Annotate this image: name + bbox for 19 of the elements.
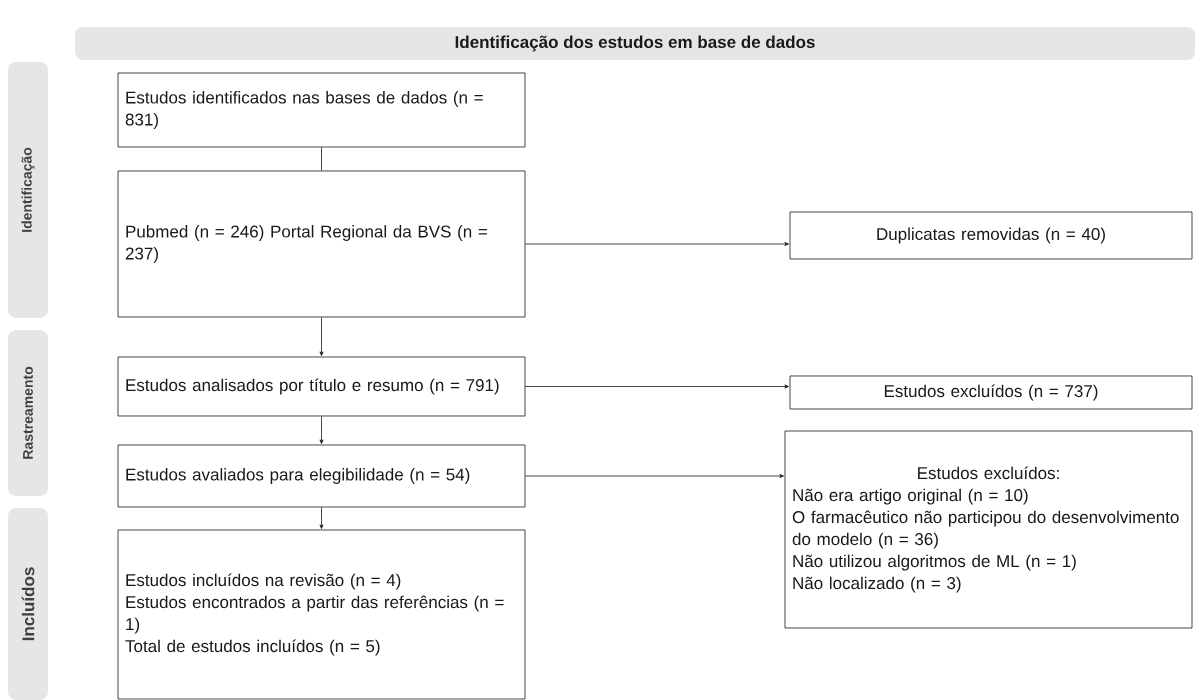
arrow xyxy=(525,242,789,246)
stage-band: Rastreamento xyxy=(8,330,48,496)
arrow xyxy=(319,317,324,356)
process-box: Estudos identificados nas bases de dados (n = 831) xyxy=(117,72,526,148)
header-band: Identificação dos estudos em base de dados xyxy=(75,27,1195,60)
process-box: Estudos excluídos (n = 737) xyxy=(789,375,1193,410)
process-box: Pubmed (n = 246) Portal Regional da BVS (n = 237) xyxy=(117,170,526,318)
stage-band: Incluídos xyxy=(8,508,48,700)
arrow xyxy=(319,416,324,444)
process-box: Estudos avaliados para elegibilidade (n = 54) xyxy=(117,444,526,508)
process-box: Estudos incluídos na revisão (n = 4) Estudos encontrados a partir das referências (n = 1) Total de estudos incluídos (n = 5) xyxy=(117,529,526,700)
arrow xyxy=(525,384,789,389)
process-box: Duplicatas removidas (n = 40) xyxy=(789,211,1193,260)
process-box: Estudos analisados por título e resumo (n = 791) xyxy=(117,356,526,417)
connector-line xyxy=(321,147,322,171)
arrow xyxy=(525,474,784,478)
exclusion-box: Estudos excluídos: Não era artigo original (n = 10) O farmacêutico não participou do desenvolvimento do modelo (n = 36) Não utilizou algoritmos de ML (n = 1) Não localizado (n = 3) xyxy=(784,430,1193,629)
stage-band: Identificação xyxy=(8,62,48,318)
arrow xyxy=(319,507,324,529)
